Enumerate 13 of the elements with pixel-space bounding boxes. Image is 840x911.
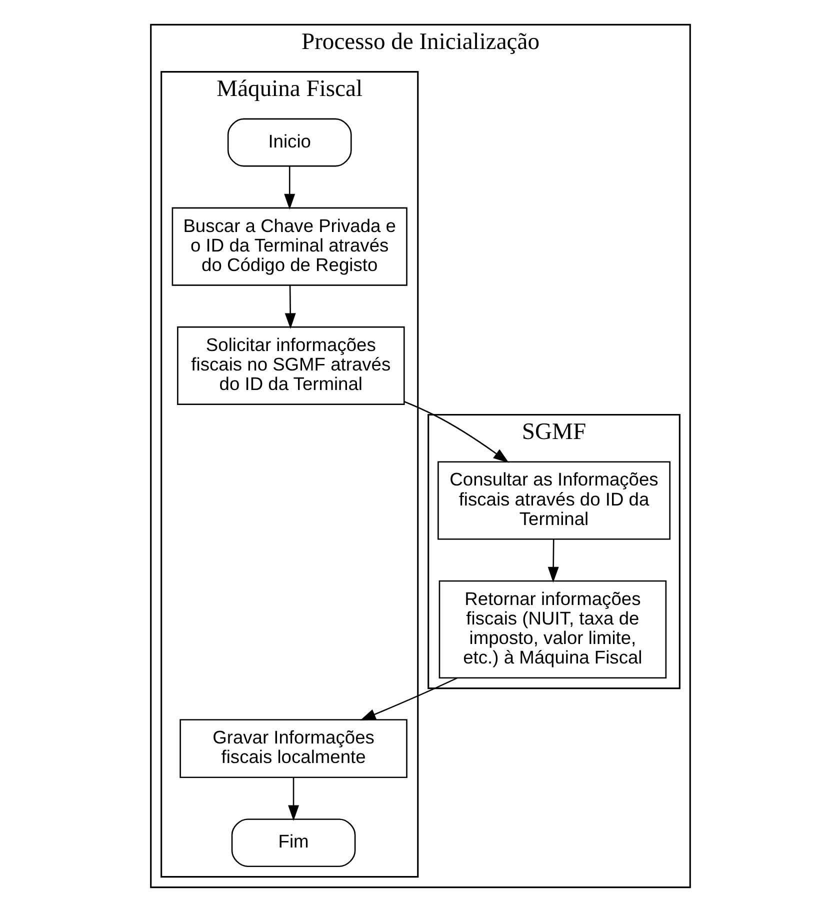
node-box: Consultar as Informações fiscais através do ID da Terminal (437, 460, 670, 540)
arrow (284, 166, 295, 210)
node-box: Retornar informações fiscais (NUIT, taxa de imposto, valor limite, etc.) à Máquina Fiscal (438, 580, 666, 678)
arrow (288, 776, 299, 820)
node-box: Fim (230, 818, 356, 866)
node-box: Solicitar informações fiscais no SGMF através do ID da Terminal (176, 326, 404, 404)
node-box: Gravar Informações fiscais localmente (179, 718, 407, 778)
arrow (404, 400, 508, 462)
node-box: Buscar a Chave Privada e o ID da Terminal através do Código de Registo (171, 206, 407, 286)
arrow (547, 538, 558, 582)
node-box: Inicio (226, 118, 352, 166)
arrow (284, 284, 296, 328)
arrow (360, 676, 457, 720)
